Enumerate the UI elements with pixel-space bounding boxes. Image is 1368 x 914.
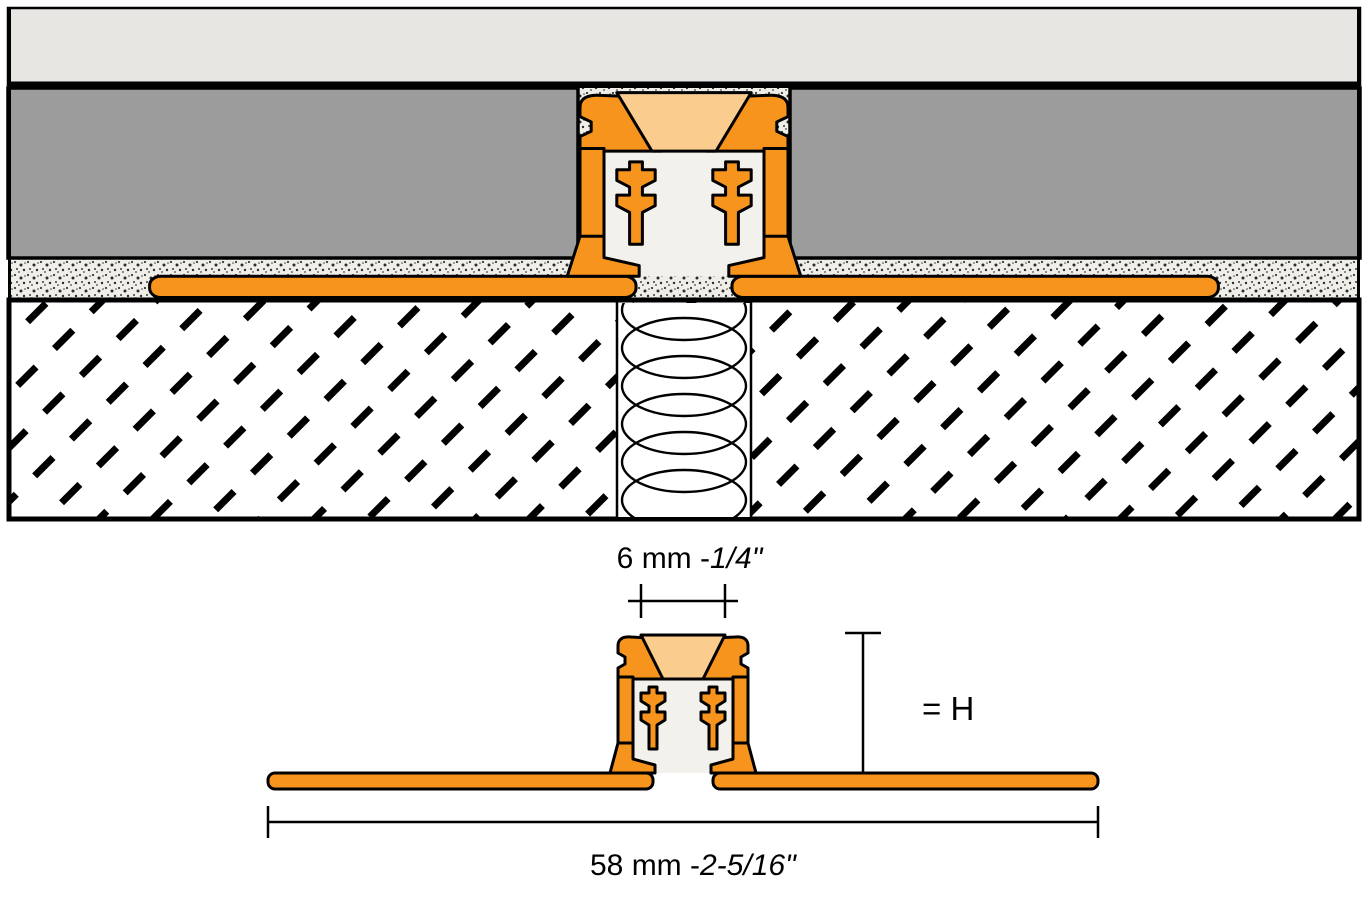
dimension-height: = H xyxy=(845,631,974,773)
profile-installed xyxy=(150,93,1219,298)
joint-filler-loops xyxy=(620,303,748,517)
profile-movement-zone xyxy=(610,635,756,773)
profile-anchoring-leg-right xyxy=(732,276,1218,297)
profile-anchoring-leg-left xyxy=(268,773,653,789)
dim-overall-imperial-label: 2-5/16" xyxy=(699,849,797,882)
profile-dimensioned xyxy=(268,635,1098,789)
substrate-band xyxy=(6,6,1362,87)
dim-height-label: = H xyxy=(922,690,974,727)
structural-joint xyxy=(617,303,751,517)
tile-right xyxy=(788,86,1362,260)
dim-joint-metric-label: 6 mm - xyxy=(617,542,710,575)
dim-joint-imperial-label: 1/4" xyxy=(710,542,764,575)
profile-anchoring-leg-right xyxy=(713,773,1098,789)
dimension-overall-width: 58 mm - 2-5/16" xyxy=(266,806,1100,882)
dimension-joint-width: 6 mm - 1/4" xyxy=(617,542,764,618)
dim-overall-metric-label: 58 mm - xyxy=(590,849,700,882)
tile-left xyxy=(6,86,580,260)
profile-anchoring-leg-left xyxy=(150,276,636,297)
profile-movement-zone xyxy=(567,93,801,277)
